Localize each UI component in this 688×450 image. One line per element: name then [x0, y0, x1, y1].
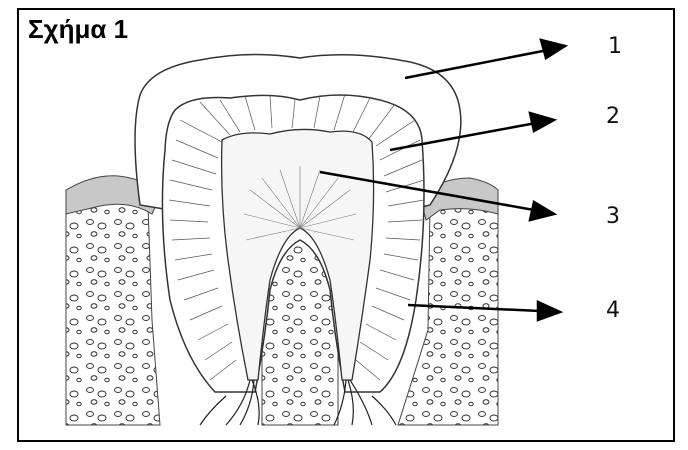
label-4: 4	[606, 298, 620, 323]
arrow-1	[405, 50, 548, 78]
label-3: 3	[606, 204, 620, 229]
bone-left	[66, 190, 160, 425]
figure-title: Σχήμα 1	[28, 14, 128, 45]
label-1: 1	[608, 34, 622, 59]
label-2: 2	[606, 104, 620, 129]
